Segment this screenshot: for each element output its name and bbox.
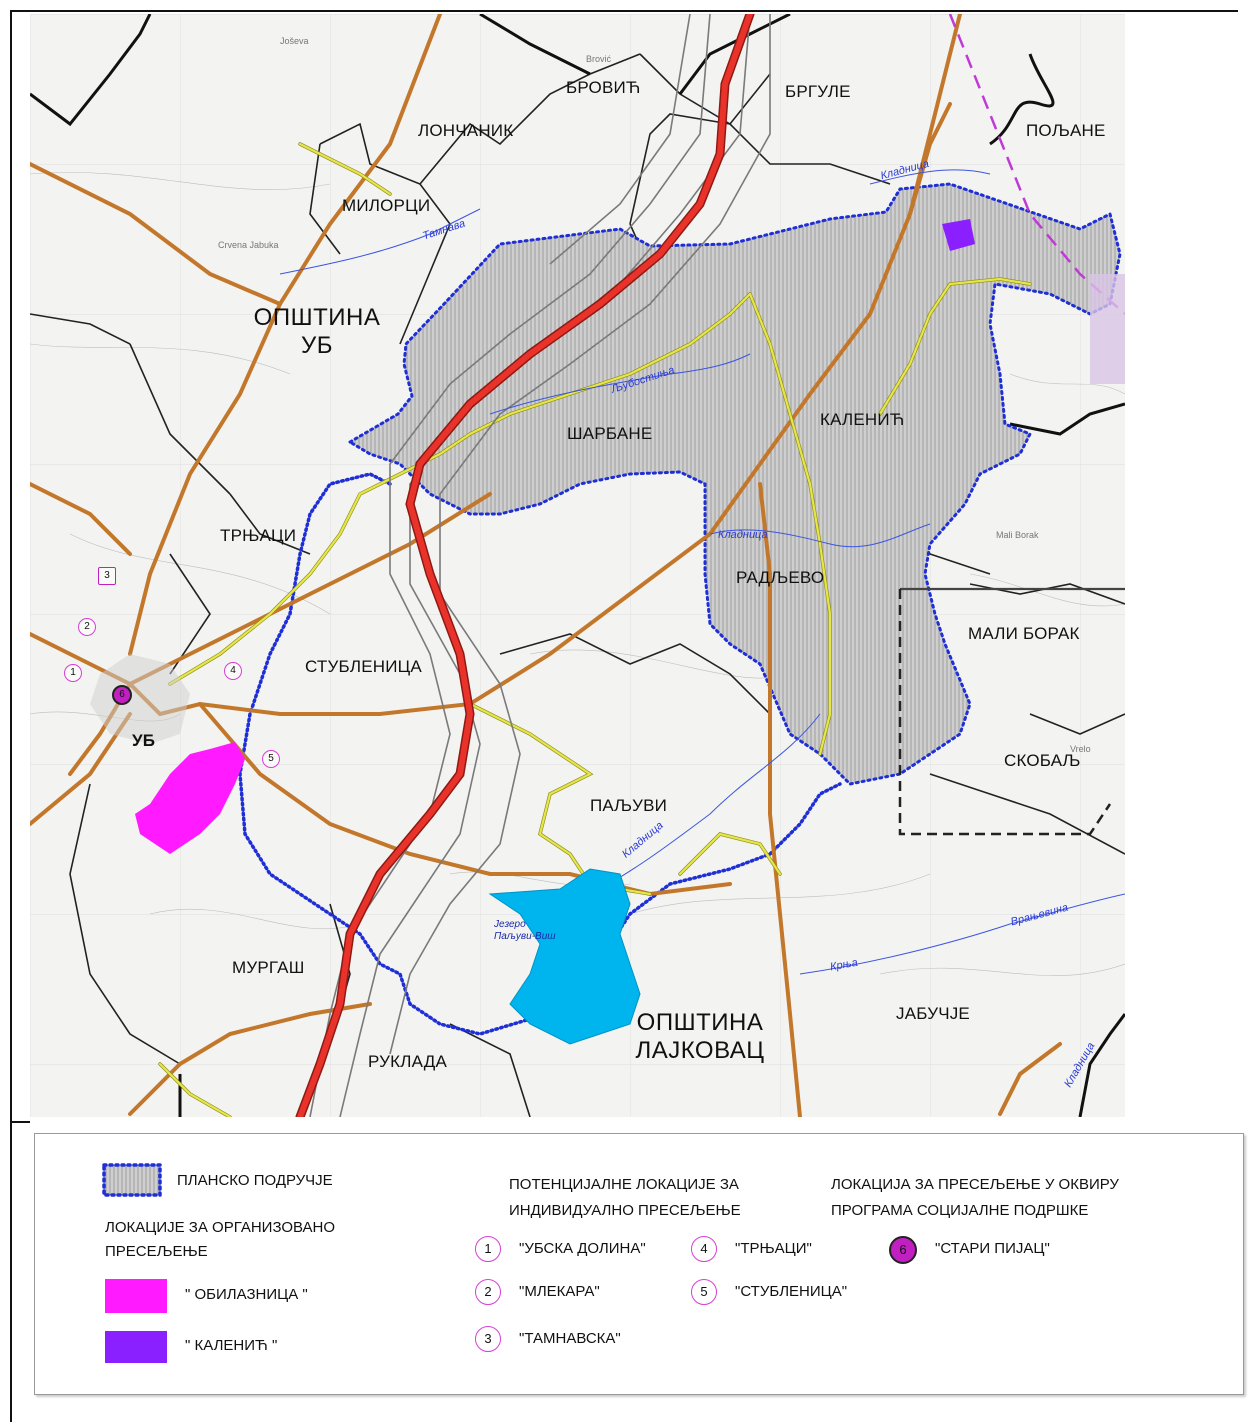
legend-site-num: 3 [475,1326,501,1352]
legend-site-name: "УБСКА ДОЛИНА" [519,1240,646,1257]
small-place-label: Joševa [280,36,309,46]
legend-site-name: "ТАМНАВСКА" [519,1330,621,1347]
village-label: УБ [132,731,156,750]
village-label: ЛОНЧАНИК [418,121,514,140]
legend-social-name: "СТАРИ ПИЈАЦ" [935,1240,1050,1257]
village-label: ШАРБАНЕ [567,424,653,443]
site-marker-1[interactable]: 1 [64,664,82,682]
obilaznica-swatch [105,1279,167,1313]
small-place-label: Vrelo [1070,744,1091,754]
site-marker-6[interactable]: 6 [112,685,132,705]
legend-site-num: 2 [475,1279,501,1305]
village-label: МИЛОРЦИ [342,196,431,215]
site-marker-4[interactable]: 4 [224,662,242,680]
frame-divider [12,1121,30,1123]
map-canvas[interactable]: ОПШТИНА УБ ОПШТИНА ЛАЈКОВАЦ БРОВИЋ БРГУЛ… [30,14,1125,1117]
village-label: МУРГАШ [232,958,305,977]
village-label: КАЛЕНИЋ [820,410,905,429]
page-frame [10,10,1238,1422]
extra-area [1090,274,1125,384]
village-label: СТУБЛЕНИЦА [305,657,422,676]
village-label: МАЛИ БОРАК [968,624,1080,643]
municipality-ub: ОПШТИНА УБ [253,304,381,359]
site-marker-3[interactable]: 3 [98,567,116,585]
legend-obilaznica: " ОБИЛАЗНИЦА " [185,1286,308,1303]
village-label: ТРЊАЦИ [220,526,297,545]
kalenic-swatch [105,1331,167,1363]
legend-plan-area: ПЛАНСКО ПОДРУЧЈЕ [177,1172,333,1189]
map-drawing [30,14,1125,1117]
legend-site-name: "СТУБЛЕНИЦА" [735,1283,848,1300]
municipality-lajkovac: ОПШТИНА ЛАЈКОВАЦ [635,1009,765,1064]
legend-site-num: 5 [691,1279,717,1305]
small-place-label: Mali Borak [996,530,1039,540]
legend-individual-title: ПОТЕНЦИЈАЛНЕ ЛОКАЦИЈЕ ЗА ИНДИВИДУАЛНО ПР… [509,1176,741,1219]
municipality-borders [30,14,1125,1117]
legend-social-title: ЛОКАЦИЈА ЗА ПРЕСЕЉЕЊЕ У ОКВИРУ ПРОГРАМА … [831,1176,1119,1219]
legend-social-num: 6 [889,1236,917,1264]
village-label: БРГУЛЕ [785,82,851,101]
site-kalenic-shape [942,219,975,251]
small-place-label: Brović [586,54,612,64]
lake [488,868,641,1045]
site-marker-2[interactable]: 2 [78,618,96,636]
highway [297,14,753,1117]
legend-kalenic: " КАЛЕНИЋ " [185,1337,278,1354]
legend-organized-title: ЛОКАЦИЈЕ ЗА ОРГАНИЗОВАНО ПРЕСЕЉЕЊЕ [105,1219,336,1260]
legend-site-num: 1 [475,1236,501,1262]
small-place-label: Crvena Jabuka [218,240,279,250]
legend-site-name: "МЛЕКАРА" [519,1283,600,1300]
map-legend: ПЛАНСКО ПОДРУЧЈЕ ЛОКАЦИЈЕ ЗА ОРГАНИЗОВАН… [34,1133,1244,1395]
legend-site-num: 4 [691,1236,717,1262]
river-label: Кладница [718,529,768,541]
dashed-border [898,589,1112,836]
village-label: СКОБАЉ [1004,751,1081,770]
lake-label: Језеро Паљуви-Виш [494,919,556,942]
village-label: ПОЉАНЕ [1026,121,1106,140]
village-label: ЈАБУЧЈЕ [896,1004,970,1023]
legend-site-name: "ТРЊАЦИ" [735,1240,812,1257]
village-label: БРОВИЋ [566,78,641,97]
rivers [279,169,1125,975]
plan-area-swatch [102,1163,162,1197]
village-label: ПАЉУВИ [590,796,668,815]
village-label: РУКЛАДА [368,1052,447,1071]
site-obilaznica-shape [135,742,245,854]
village-label: РАДЉЕВО [736,568,825,587]
site-marker-5[interactable]: 5 [262,750,280,768]
